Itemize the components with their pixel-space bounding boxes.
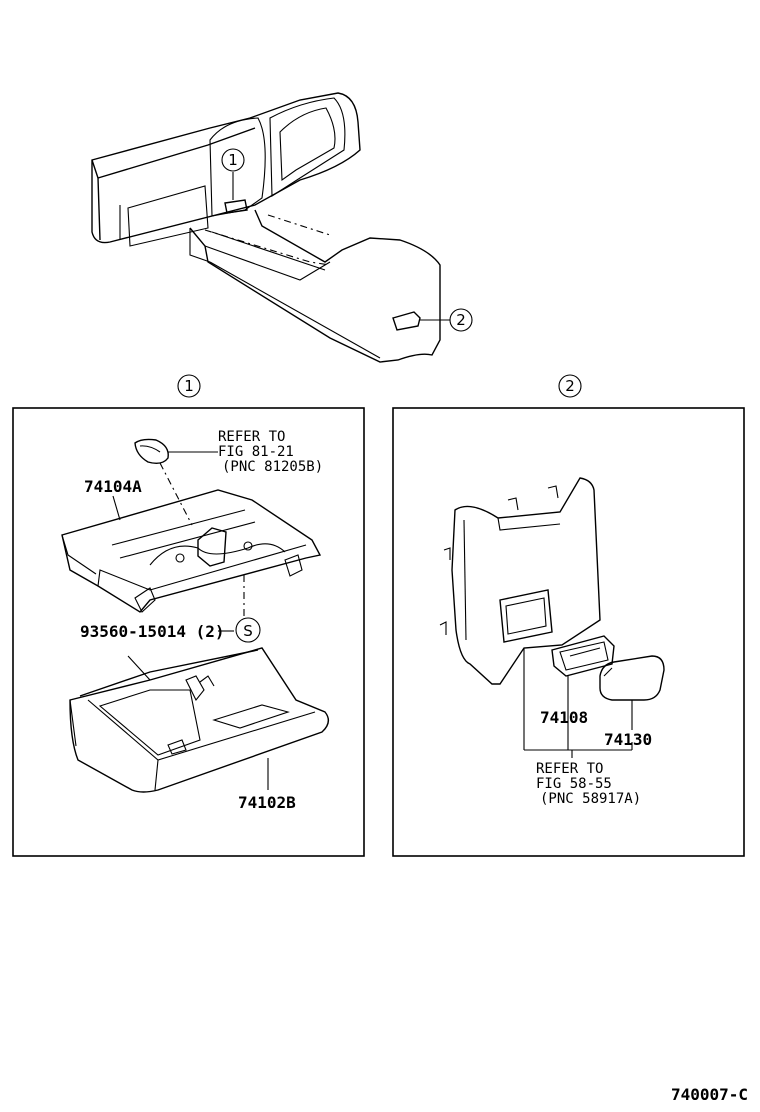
panel-1-screw-symbol: S (235, 617, 261, 643)
panel-1-lamp-bulb-icon (134, 438, 218, 465)
panel-1-header: 1 (177, 374, 201, 398)
overview-instrument-panel (91, 92, 450, 363)
panel-1-glove-box (69, 647, 330, 793)
panel-2-header: 2 (558, 374, 582, 398)
panel-1-refer-line-2: FIG 81-21 (218, 444, 294, 460)
svg-text:S: S (243, 622, 253, 640)
panel-2-leader-lines (523, 648, 633, 758)
panel-1-refer-line-1: REFER TO (218, 429, 285, 445)
panel-1-frame (12, 407, 365, 857)
figure-code: 740007-C (671, 1085, 748, 1104)
panel-2-part-74130: 74130 (604, 730, 652, 749)
panel-1-part-74104a: 74104A (84, 477, 142, 496)
svg-text:2: 2 (565, 377, 575, 395)
panel-2-ash-lid (599, 655, 665, 701)
panel-2-refer-line-1: REFER TO (536, 761, 603, 777)
panel-1-refer-line-3: (PNC 81205B) (222, 459, 323, 475)
panel-1-part-74102b: 74102B (238, 793, 296, 812)
panel-2-frame (392, 407, 745, 857)
panel-2-ash-housing (551, 635, 615, 677)
overview-callout-2: 2 (449, 308, 473, 332)
panel-2-refer-line-3: (PNC 58917A) (540, 791, 641, 807)
panel-1-part-screw: 93560-15014 (2) (80, 622, 225, 641)
panel-2-part-74108: 74108 (540, 708, 588, 727)
panel-1-lamp-leader (159, 462, 193, 526)
panel-2-refer-line-2: FIG 58-55 (536, 776, 612, 792)
svg-text:2: 2 (456, 311, 466, 329)
panel-1-lamp-bracket (61, 489, 322, 613)
overview-callout-1: 1 (221, 148, 245, 172)
svg-text:1: 1 (184, 377, 194, 395)
panel-2-console-panel (439, 477, 601, 685)
svg-text:1: 1 (228, 151, 238, 169)
